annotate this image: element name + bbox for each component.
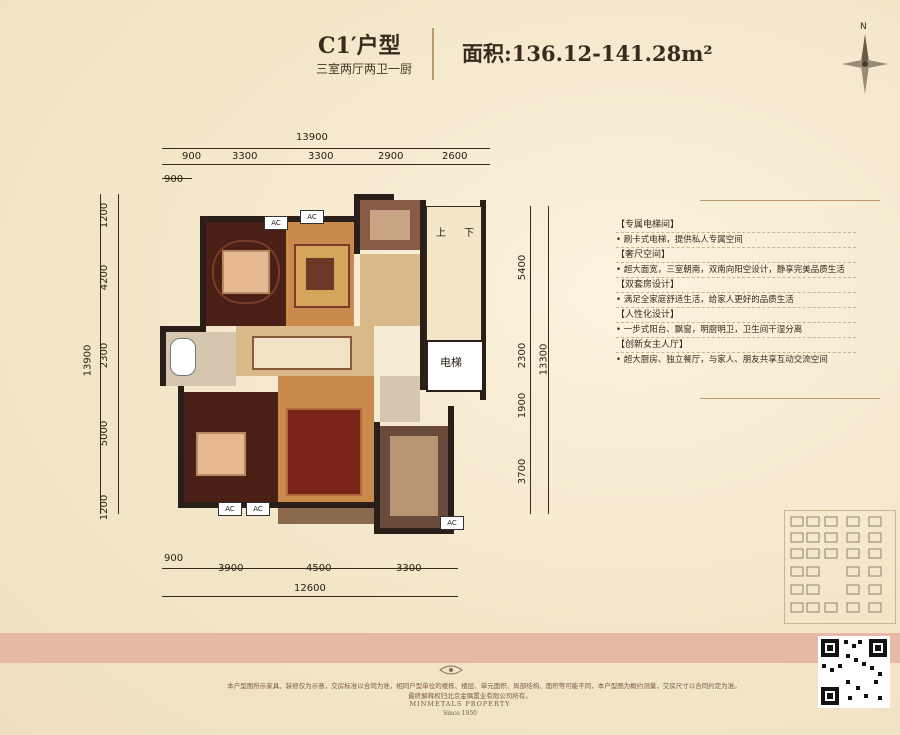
bottom-seg-dim-1: 900	[164, 553, 184, 564]
title-divider	[432, 28, 434, 80]
ac-unit-3: AC	[218, 502, 242, 516]
bottom-total-dimline	[162, 596, 458, 597]
elevator	[426, 340, 484, 392]
wall	[480, 200, 486, 400]
footer-disclaimer: 本户型图所示家具、装修仅为示意，交房标准以合同为准，相同户型单位的楼栋、楼层、单…	[227, 682, 741, 690]
top-offset-dim: 900	[164, 174, 184, 185]
bedroom-rug-top	[212, 240, 280, 304]
top-seg-dim-1: 900	[182, 151, 202, 162]
top-seg-dim-2: 3300	[232, 151, 258, 162]
stair-down-label: 下	[464, 228, 474, 239]
wall	[160, 326, 166, 386]
top-seg-dim-3: 3300	[308, 151, 334, 162]
left-seg-dim-2: 4200	[99, 264, 111, 291]
left-total-dimline	[100, 194, 101, 514]
left-seg-dim-4: 5000	[99, 420, 111, 447]
bottom-seg-dim-4: 3300	[396, 563, 422, 574]
bottom-seg-dim-2: 3900	[218, 563, 244, 574]
footer-brand: MINMETALS PROPERTY	[409, 700, 511, 708]
living-rug	[286, 408, 362, 496]
wall	[354, 194, 394, 200]
wall	[160, 326, 206, 332]
feature-item: • 超大厨房、独立餐厅，与家人、朋友共享互动交流空间	[616, 352, 856, 367]
bottom-total-dim: 12600	[294, 583, 326, 594]
right-total-dimline	[548, 206, 549, 514]
ac-unit-4: AC	[246, 502, 270, 516]
balcony-strip	[278, 508, 374, 524]
compass-north-label: N	[860, 22, 867, 32]
footer-disclaimer-2: 最终解释权归北京金隅置业有限公司所有。	[408, 692, 532, 700]
key-plan-grid-icon	[790, 516, 882, 613]
top-seg-dimline	[162, 164, 490, 165]
footer-since: Since 1950	[443, 710, 477, 717]
key-plan	[784, 510, 896, 624]
feature-heading: 【人性化设计】	[616, 307, 856, 322]
top-seg-dim-4: 2900	[378, 151, 404, 162]
feature-item: • 刷卡式电梯，提供私人专属空间	[616, 232, 856, 247]
left-seg-dimline	[118, 194, 119, 514]
top-total-dimline	[162, 148, 490, 149]
right-total-dim: 13300	[538, 343, 550, 376]
right-seg-dim-1: 5400	[517, 254, 529, 281]
wall	[178, 386, 184, 506]
feature-heading: 【专属电梯间】	[616, 220, 680, 230]
bed-bottom	[196, 432, 246, 476]
top-total-dim: 13900	[296, 132, 328, 143]
ac-unit-2: AC	[300, 210, 324, 224]
layout-description: 三室两厅两卫一厨	[316, 62, 413, 76]
elevator-label: 电梯	[440, 356, 462, 369]
feature-item: • 满足全家庭舒适生活，给家人更好的品质生活	[616, 292, 856, 307]
bathtub-icon	[170, 338, 196, 376]
footer-band	[0, 633, 900, 663]
area-label: 面积:136.12-141.28m²	[462, 41, 713, 66]
ac-unit-5: AC	[440, 516, 464, 530]
bathroom-right	[380, 376, 420, 422]
wall	[420, 200, 426, 390]
feature-heading: 【奢尺空间】	[616, 247, 856, 262]
feature-item: • 一步式阳台、飘窗，明厨明卫，卫生间干湿分离	[616, 322, 856, 337]
balcony-tile-bottom	[390, 436, 438, 516]
wall	[374, 528, 454, 534]
right-seg-dim-4: 3700	[517, 458, 529, 485]
qr-code-icon	[818, 636, 890, 708]
compass-icon: N	[842, 22, 888, 94]
bottom-seg-dimline	[162, 568, 458, 569]
features-top-rule	[700, 200, 880, 201]
hall-rug	[252, 336, 352, 370]
top-offset-dimline	[162, 178, 192, 179]
kitchen	[360, 254, 420, 326]
ac-unit-1: AC	[264, 216, 288, 230]
feature-heading: 【创新女主人厅】	[616, 337, 856, 352]
unit-type-title: C1′户型	[318, 33, 401, 59]
left-seg-dim-1: 1200	[99, 202, 111, 229]
stairwell	[426, 206, 482, 342]
top-seg-dim-5: 2600	[442, 151, 468, 162]
wall	[448, 406, 454, 534]
features-bottom-rule	[700, 398, 880, 399]
ornament-icon	[439, 665, 463, 675]
features-panel: 【专属电梯间】 • 刷卡式电梯，提供私人专属空间 【奢尺空间】 • 超大面宽，三…	[616, 218, 856, 398]
wall	[354, 194, 360, 254]
stair-up-label: 上	[436, 228, 446, 239]
wall	[374, 422, 380, 534]
right-seg-dim-3: 1900	[517, 392, 529, 419]
wall	[200, 216, 206, 332]
dining-table	[306, 258, 334, 290]
balcony-tile-top	[370, 210, 410, 240]
wall	[278, 502, 378, 508]
right-seg-dimline	[530, 206, 531, 514]
feature-item: • 超大面宽，三室朝南，双南向阳空设计，静享完美品质生活	[616, 262, 856, 277]
left-seg-dim-3: 2300	[99, 342, 111, 369]
floorplan: 上 下 电梯 AC AC AC AC AC	[160, 192, 486, 538]
left-seg-dim-5: 1200	[99, 494, 111, 521]
compass-rose-icon	[842, 34, 888, 94]
feature-heading: 【双套房设计】	[616, 277, 856, 292]
right-seg-dim-2: 2300	[517, 342, 529, 369]
bottom-seg-dim-3: 4500	[306, 563, 332, 574]
left-total-dim: 13900	[82, 344, 94, 377]
